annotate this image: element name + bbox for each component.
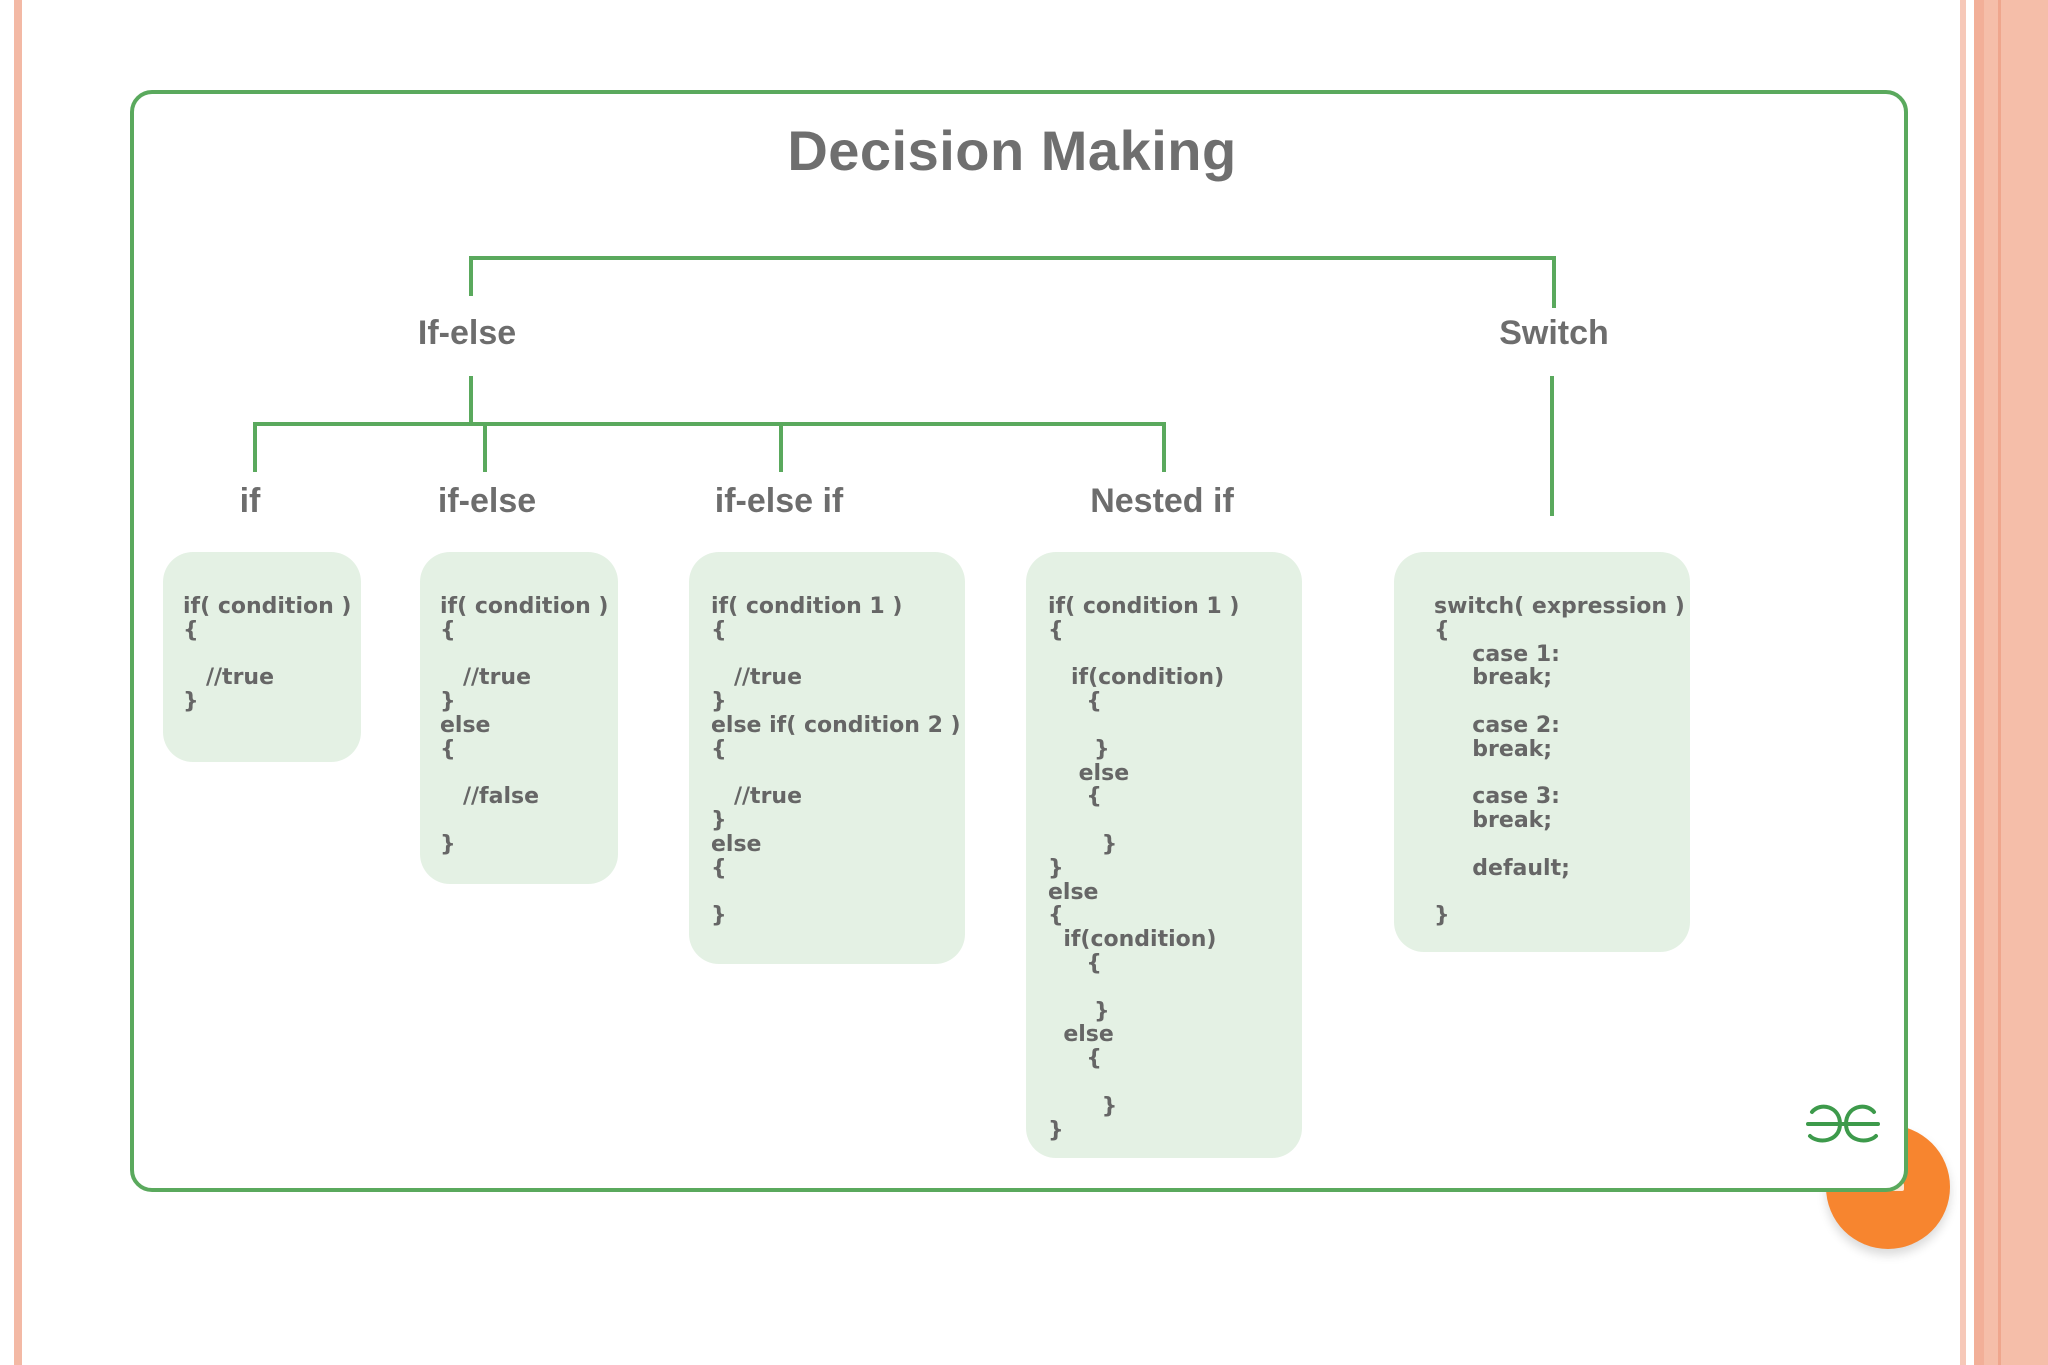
stripe bbox=[1984, 0, 2048, 1365]
code-box-nestedif: if( condition 1 ) { if(condition) { } el… bbox=[1026, 552, 1302, 1158]
code-box-if: if( condition ) { //true } bbox=[163, 552, 361, 762]
code-nestedif: if( condition 1 ) { if(condition) { } el… bbox=[1048, 594, 1240, 1143]
subtype-ifelse-label: if-else bbox=[437, 482, 537, 520]
stripe bbox=[1960, 0, 1966, 1365]
diagram-title: Decision Making bbox=[787, 119, 1237, 182]
branch-ifelse-label: If-else bbox=[417, 314, 517, 352]
stripe bbox=[1974, 0, 1984, 1365]
code-box-switch: switch( expression ) { case 1: break; ca… bbox=[1394, 552, 1690, 952]
code-ifelseif: if( condition 1 ) { //true } else if( co… bbox=[711, 594, 961, 929]
code-box-ifelseif: if( condition 1 ) { //true } else if( co… bbox=[689, 552, 965, 964]
code-ifelse: if( condition ) { //true } else { //fals… bbox=[440, 594, 609, 857]
right-decorative-stripes bbox=[1960, 0, 2048, 1365]
code-switch: switch( expression ) { case 1: break; ca… bbox=[1434, 594, 1685, 929]
stripe bbox=[1998, 0, 2001, 1365]
left-decorative-stripe bbox=[14, 0, 22, 1365]
subtype-ifelseif-label: if-else if bbox=[714, 482, 844, 520]
code-if: if( condition ) { //true } bbox=[183, 594, 352, 715]
branch-switch-label: Switch bbox=[1499, 314, 1609, 352]
subtype-if-label: if bbox=[239, 482, 261, 520]
code-box-ifelse: if( condition ) { //true } else { //fals… bbox=[420, 552, 618, 884]
subtype-nestedif-label: Nested if bbox=[1090, 482, 1234, 520]
gg-logo-icon bbox=[1806, 1104, 1880, 1143]
